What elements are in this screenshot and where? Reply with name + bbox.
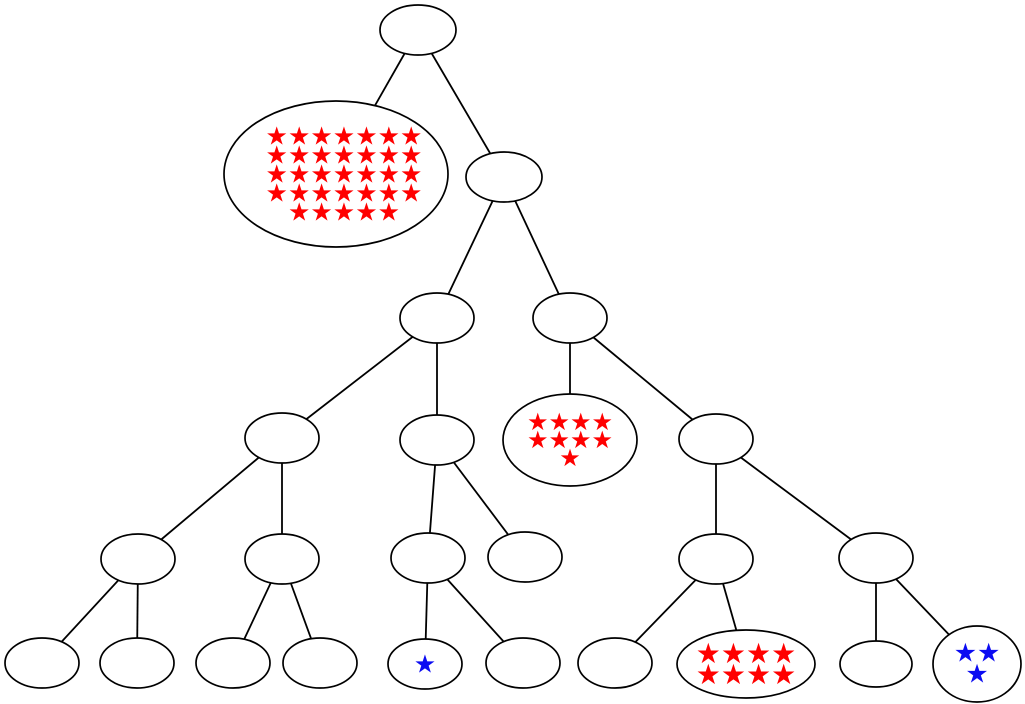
node-d3 [195, 637, 271, 689]
node-c6 [838, 532, 914, 584]
red-star-row-icon: ★★★★★★★ [266, 122, 423, 151]
node-big-red-stars [223, 100, 449, 248]
blue-star-row-icon: ★★ [954, 639, 1001, 669]
node-eight-red-stars [676, 629, 816, 699]
node-d4 [282, 637, 358, 689]
node-b2 [399, 414, 475, 466]
edge-a2-b3 [569, 317, 717, 440]
red-star-row-icon: ★★★★★★★ [266, 160, 423, 189]
node-d2 [99, 637, 175, 689]
node-a1 [399, 292, 475, 344]
node-c1 [100, 533, 176, 585]
red-star-row-icon: ★★★★ [696, 637, 796, 670]
node-c3 [390, 532, 466, 584]
node-root [379, 4, 457, 56]
blue-stars-group: ★ [414, 650, 436, 679]
node-d1 [4, 637, 80, 689]
edge-b1-c1 [137, 437, 283, 560]
red-star-row-icon: ★★★★ [696, 658, 796, 691]
node-a2 [532, 292, 608, 344]
node-d9 [839, 640, 913, 688]
node-c5 [678, 533, 754, 585]
blue-star-row-icon: ★ [965, 660, 988, 690]
node-three-blue-stars [932, 625, 1022, 703]
red-stars-group: ★★★★★★★★ [696, 637, 796, 691]
red-star-row-icon: ★★★★★ [288, 198, 400, 227]
red-star-row-icon: ★★★★★★★ [266, 141, 423, 170]
red-stars-group: ★★★★★★★★★ [527, 408, 613, 472]
node-b3 [678, 413, 754, 465]
node-nine-red-stars [502, 393, 638, 487]
node-c2 [244, 533, 320, 585]
red-star-row-icon: ★★★★ [527, 426, 613, 454]
node-r1 [465, 151, 543, 203]
red-star-row-icon: ★ [559, 444, 581, 472]
blue-stars-group: ★★★ [954, 639, 1001, 690]
red-stars-group: ★★★★★★★★★★★★★★★★★★★★★★★★★★★★★★★★★ [266, 122, 423, 227]
node-d6 [485, 637, 561, 689]
blue-star-row-icon: ★ [414, 650, 436, 679]
node-c4 [487, 531, 563, 583]
edge-root-r1 [417, 29, 505, 178]
edge-b3-c6 [715, 438, 877, 559]
edge-a1-b1 [281, 317, 438, 439]
node-b1 [244, 412, 320, 464]
node-d7 [577, 637, 653, 689]
node-one-blue-star [387, 638, 463, 690]
red-star-row-icon: ★★★★ [527, 408, 613, 436]
red-star-row-icon: ★★★★★★★ [266, 179, 423, 208]
